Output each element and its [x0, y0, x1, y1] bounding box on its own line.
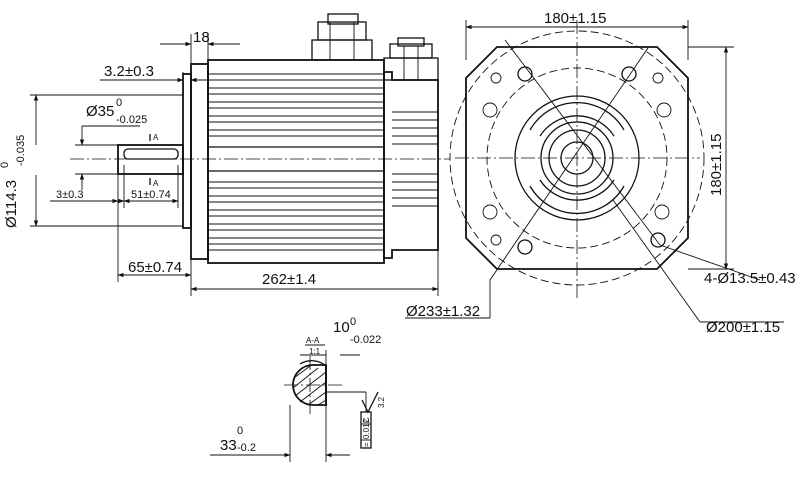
leader-outer-circle: [489, 47, 649, 281]
dim-mounting-holes: 4-Ø13.5±0.43: [704, 270, 796, 287]
dim-key-length: 51±0.74: [131, 189, 171, 201]
dim-key-height-lower: -0.2: [237, 442, 256, 454]
dim-pilot-diameter: Ø114.3: [3, 180, 20, 228]
dim-outer-circle: Ø233±1.32: [406, 303, 480, 320]
front-view: 180±1.15 180±1.15 4-Ø13.5±0.43 Ø233±1.32…: [405, 10, 796, 336]
dim-shaft-diameter: Ø35: [86, 103, 114, 120]
dim-pilot-depth: 3.2±0.3: [104, 63, 154, 80]
dim-flange-width: 180±1.15: [544, 10, 606, 27]
shaft-keyway: [123, 148, 179, 160]
hole-bottom-right: [650, 232, 666, 248]
square-flange: [465, 46, 689, 270]
hole-top-left: [517, 66, 533, 82]
shaft: [117, 144, 184, 175]
rear-cover-fins: [392, 111, 438, 207]
roughness-value: 3.2: [377, 396, 386, 408]
dim-shaft-diameter-lower: -0.025: [116, 114, 147, 126]
dim-key-width-upper: 0: [350, 316, 356, 328]
dim-shaft-diameter-upper: 0: [116, 97, 122, 109]
dim-key-width: 10: [333, 319, 350, 336]
tolerance-datum: C: [362, 417, 371, 423]
leader-holes: [504, 39, 661, 246]
symmetry-tolerance-icon: = 0.012 C: [360, 411, 372, 449]
tolerance-value: 0.012: [362, 418, 371, 439]
section-title: A-A: [306, 336, 320, 345]
mounting-flange: [190, 63, 209, 260]
side-view: A A 18 3.2±0.3 Ø35 0 -0.025 Ø114.3 0 -0.…: [0, 13, 450, 296]
section-view: A-A 1:1 10 0 -0.022 3.2: [210, 316, 386, 462]
body-ribs: [208, 73, 384, 251]
dim-shaft-length: 65±0.74: [128, 259, 182, 276]
dim-key-height-upper: 0: [237, 425, 243, 437]
encoder-connector: [383, 37, 439, 81]
section-label-bottom: A: [153, 179, 159, 188]
roughness-icon: [361, 391, 379, 414]
leader-bolt-circle: [612, 199, 701, 323]
dim-key-height: 33: [220, 437, 237, 454]
dim-body-length: 262±1.4: [262, 271, 316, 288]
dim-flange-height: 180±1.15: [708, 134, 725, 196]
power-connector: [311, 13, 373, 61]
hub-slot-top: [529, 102, 625, 131]
section-label-top: A: [153, 133, 159, 142]
motor-body: [207, 59, 385, 264]
dim-key-width-lower: -0.022: [350, 334, 381, 346]
dim-pilot-diameter-lower: -0.035: [15, 135, 27, 166]
dim-key-offset: 3±0.3: [56, 189, 83, 201]
hole-bottom-left: [517, 239, 533, 255]
dim-pilot-diameter-upper: 0: [0, 162, 11, 168]
pilot-flange: [182, 73, 192, 229]
section-scale: 1:1: [309, 347, 321, 356]
mounting-holes: [482, 66, 672, 255]
shaft-section: [292, 364, 327, 406]
dim-pilot-diameter-group: Ø114.3 0 -0.035: [0, 135, 27, 228]
hole-top-right: [621, 66, 637, 82]
dim-flange-thickness: 18: [193, 29, 210, 46]
rear-cover: [383, 71, 439, 259]
tolerance-symbol: =: [362, 442, 371, 447]
dim-bolt-circle: Ø200±1.15: [706, 319, 780, 336]
